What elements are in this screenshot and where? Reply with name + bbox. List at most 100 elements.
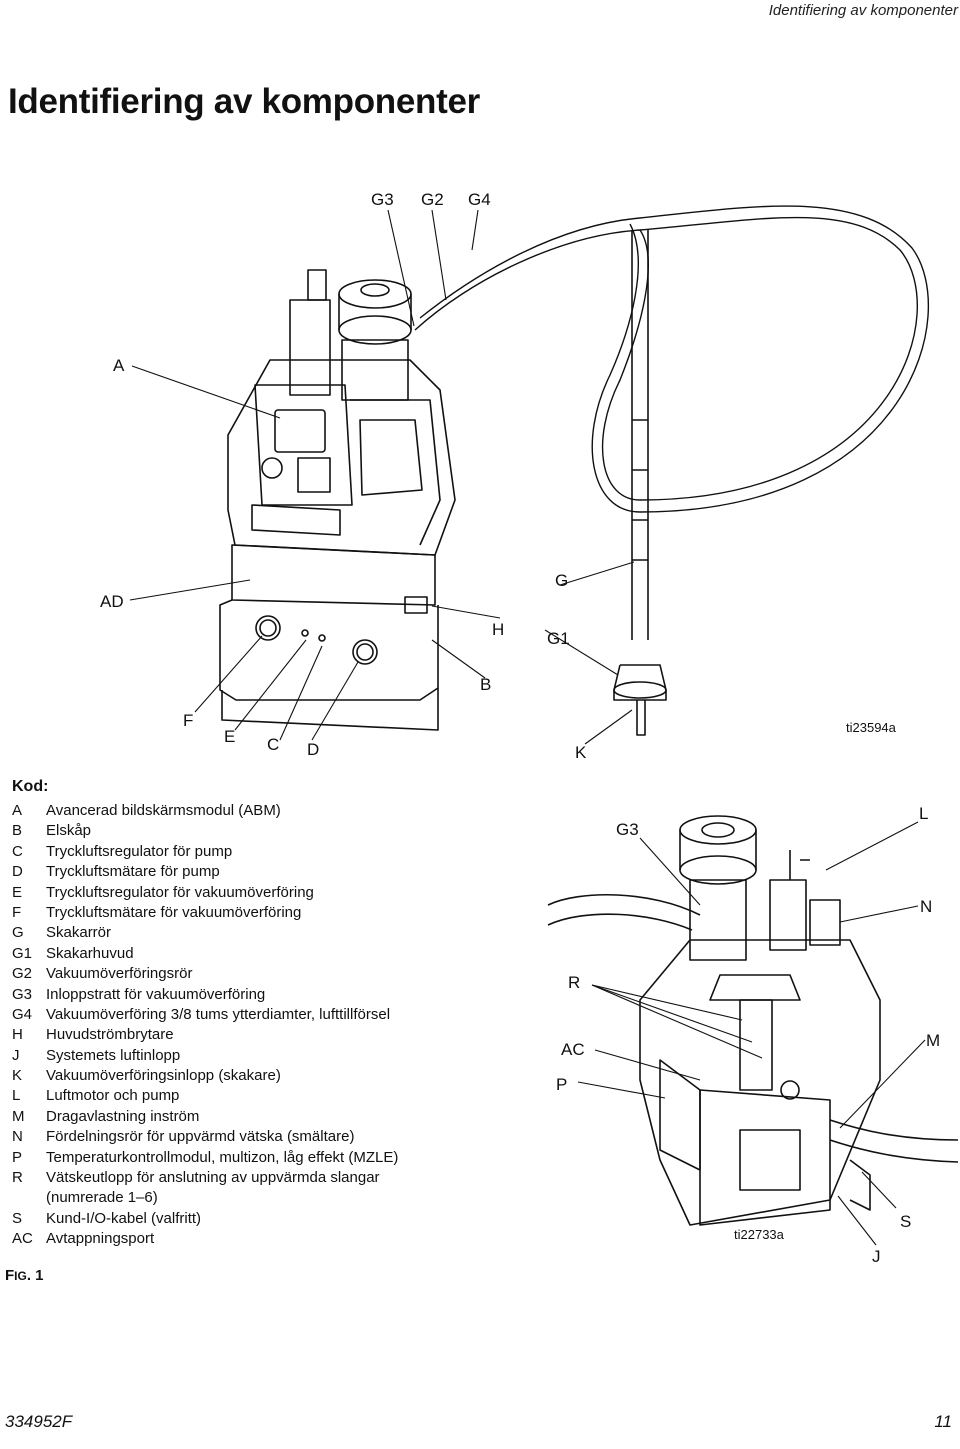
legend-item: G1 Skakarhuvud	[12, 945, 398, 965]
legend-text: Vakuumöverföringsinlopp (skakare)	[46, 1067, 281, 1085]
legend-key: G	[12, 924, 24, 942]
callout-l: L	[919, 804, 928, 823]
legend-key: M	[12, 1107, 25, 1125]
legend-item: F Tryckluftsmätare för vakuumöverföring	[12, 904, 398, 924]
legend-text: Vakuumöverföringsrör	[46, 965, 193, 983]
callout-e: E	[224, 727, 235, 746]
legend-item: G4 Vakuumöverföring 3/8 tums ytterdiamter…	[12, 1006, 398, 1026]
legend-text: Dragavlastning inström	[46, 1107, 200, 1125]
legend-key: D	[12, 863, 23, 881]
legend-text: Avtappningsport	[46, 1230, 155, 1248]
callout-d: D	[307, 740, 319, 759]
figure-label: FIG. 1	[5, 1267, 44, 1284]
legend-item: G Skakarrör	[12, 924, 398, 944]
legend-key: J	[12, 1046, 20, 1064]
callout-g4: G4	[468, 190, 491, 209]
callout-s: S	[900, 1212, 911, 1231]
legend-text: Vätskeutlopp för anslutning av uppvärmda…	[46, 1169, 380, 1187]
legend: Kod: A Avancerad bildskärmsmodul (ABM) B El…	[12, 778, 398, 1251]
callout-k: K	[575, 743, 587, 762]
legend-text: Tryckluftsmätare för vakuumöverföring	[46, 903, 302, 921]
callout-ac: AC	[561, 1040, 585, 1059]
legend-text: Kund-I/O-kabel (valfritt)	[46, 1209, 202, 1227]
legend-text: Skakarhuvud	[46, 944, 134, 962]
legend-key: L	[12, 1087, 21, 1105]
callout-g1: G1	[547, 629, 570, 648]
document-code: 334952F	[5, 1412, 73, 1431]
legend-key: S	[12, 1209, 23, 1227]
legend-text: Fördelningsrör för uppvärmd vätska (smäl…	[46, 1128, 355, 1146]
legend-text: Inloppstratt för vakuumöverföring	[46, 985, 266, 1003]
legend-item: M Dragavlastning inström	[12, 1108, 398, 1128]
legend-item: J Systemets luftinlopp	[12, 1047, 398, 1067]
callout-r: R	[568, 973, 580, 992]
figure-label-prefix: F	[5, 1267, 15, 1284]
legend-item: L Luftmotor och pump	[12, 1087, 398, 1107]
legend-key: F	[12, 903, 22, 921]
legend-key: H	[12, 1026, 23, 1044]
figure-top: G3 G2 G4 A AD G H G1 B F E C D K ti23594…	[100, 190, 930, 762]
callout-g: G	[555, 571, 568, 590]
legend-key: G2	[12, 965, 33, 983]
legend-key: G1	[12, 944, 33, 962]
callout-h: H	[492, 620, 504, 639]
legend-key: E	[12, 883, 23, 901]
callout-j: J	[872, 1247, 881, 1266]
legend-item: G3 Inloppstratt för vakuumöverföring	[12, 986, 398, 1006]
legend-item: H Huvudströmbrytare	[12, 1026, 398, 1046]
running-header: Identifiering av komponenter	[768, 2, 958, 19]
legend-text: Skakarrör	[46, 924, 112, 942]
legend-key: C	[12, 842, 23, 860]
legend-key: G4	[12, 1005, 33, 1023]
image-id-top: ti23594a	[846, 720, 897, 735]
legend-item: G2 Vakuumöverföringsrör	[12, 965, 398, 985]
callout-a: A	[113, 356, 125, 375]
legend-item: S Kund-I/O-kabel (valfritt)	[12, 1210, 398, 1230]
callout-g2: G2	[421, 190, 444, 209]
legend-text: Avancerad bildskärmsmodul (ABM)	[46, 802, 281, 819]
legend-item: N Fördelningsrör för uppvärmd vätska (smä…	[12, 1128, 398, 1148]
legend-item: D Tryckluftsmätare för pump	[12, 863, 398, 883]
legend-text: Systemets luftinlopp	[46, 1046, 181, 1064]
legend-key: B	[12, 822, 23, 840]
figure-label-number: . 1	[26, 1267, 44, 1284]
legend-key: AC	[12, 1230, 33, 1248]
legend-key: A	[12, 802, 23, 819]
legend-item: E Tryckluftsregulator för vakuumöverförin…	[12, 884, 398, 904]
legend-item: B Elskåp	[12, 822, 398, 842]
page-title: Identifiering av komponenter	[8, 82, 480, 121]
callout-p: P	[556, 1075, 567, 1094]
legend-key: K	[12, 1067, 23, 1085]
legend-key: R	[12, 1169, 23, 1187]
figure-label-smallcaps: IG	[14, 1269, 27, 1283]
legend-item: R Vätskeutlopp för anslutning av uppvärmd…	[12, 1169, 398, 1189]
legend-item: P Temperaturkontrollmodul, multizon, låg …	[12, 1149, 398, 1169]
legend-key: N	[12, 1128, 23, 1146]
legend-item: K Vakuumöverföringsinlopp (skakare)	[12, 1067, 398, 1087]
image-id-bottom: ti22733a	[734, 1227, 785, 1242]
legend-text: (numrerade 1–6)	[46, 1189, 158, 1207]
legend-text: Elskåp	[46, 822, 92, 840]
legend-title: Kod:	[12, 778, 49, 795]
legend-item: AC Avtappningsport	[12, 1230, 398, 1250]
legend-key: P	[12, 1148, 23, 1166]
callout-c: C	[267, 735, 279, 754]
page-number: 11	[934, 1412, 952, 1431]
legend-text: Vakuumöverföring 3/8 tums ytterdiamter, …	[46, 1005, 391, 1023]
legend-text: Tryckluftsmätare för pump	[46, 863, 220, 881]
callout-g3-bottom: G3	[616, 820, 639, 839]
legend-text: Tryckluftsregulator för vakuumöverföring	[46, 883, 314, 901]
callout-g3: G3	[371, 190, 394, 209]
callout-n: N	[920, 897, 932, 916]
legend-key: G3	[12, 985, 33, 1003]
legend-text: Huvudströmbrytare	[46, 1026, 174, 1044]
legend-text: Temperaturkontrollmodul, multizon, låg e…	[46, 1148, 399, 1166]
legend-item: A Avancerad bildskärmsmodul (ABM)	[12, 802, 398, 822]
callout-ad: AD	[100, 592, 124, 611]
legend-item: (numrerade 1–6)	[12, 1189, 398, 1209]
legend-text: Luftmotor och pump	[46, 1087, 180, 1105]
callout-b: B	[480, 675, 491, 694]
figure-bottom: G3 L N R AC P M S J ti22733a	[547, 804, 959, 1266]
